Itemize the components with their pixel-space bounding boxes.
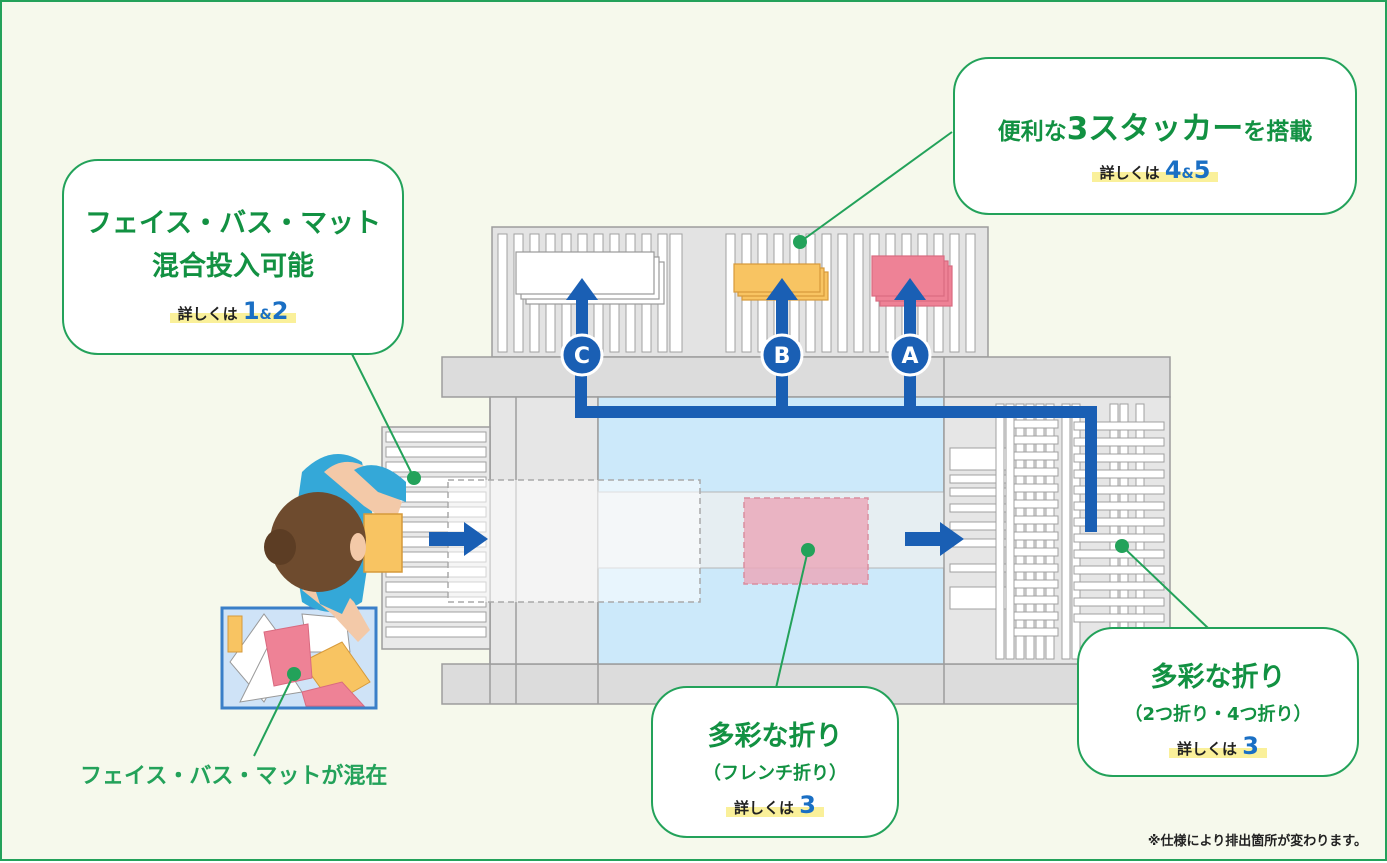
upper-frame (441, 356, 1171, 398)
feed-arrow (429, 522, 488, 556)
fold-french-details-prefix: 詳しくは (734, 799, 795, 817)
stacker-a-label: A (901, 344, 918, 369)
mixed-towels-label: フェイス・バス・マットが混在 (80, 764, 388, 789)
fold-french-title: 多彩な折り (707, 721, 843, 752)
folding-towel-dashed (743, 497, 869, 585)
fold-multi-title: 多彩な折り (1150, 662, 1286, 693)
footnote: ※仕様により排出箇所が変わります。 (1147, 834, 1367, 849)
fold-french-subtitle: （フレンチ折り） (703, 763, 847, 784)
fold-multi-details-prefix: 詳しくは (1177, 740, 1238, 758)
stacker-ref-a: 4 (1164, 156, 1182, 184)
flow-arrowheads (429, 278, 964, 556)
output-arrow (905, 522, 964, 556)
mixed-input-title-line2: 混合投入可能 (152, 251, 314, 282)
stacker-a-marker (888, 333, 932, 377)
stacker-details-prefix: 詳しくは (1099, 164, 1160, 182)
feed-zone-dashed (447, 479, 701, 603)
callout-mixed-input: フェイス・バス・マット 混合投入可能 詳しくは 1&2 (62, 159, 404, 355)
stacker-ref-b: 5 (1193, 156, 1211, 184)
stacker-details: 詳しくは 4&5 (955, 156, 1355, 184)
fold-french-details: 詳しくは 3 (653, 791, 897, 819)
leader-lines (253, 131, 1209, 757)
stacker-c-marker (560, 333, 604, 377)
stacker-b-marker (760, 333, 804, 377)
fold-multi-subtitle: （2つ折り・4つ折り） (1124, 704, 1312, 725)
mixed-input-ref-amp: & (259, 307, 272, 323)
white-towel-stack (515, 251, 665, 305)
mixed-input-ref-a: 1 (242, 297, 260, 325)
leader-dots (287, 235, 1129, 681)
stacker-title: 便利な3スタッカーを搭載 (955, 103, 1355, 148)
mixed-input-ref-b: 2 (271, 297, 289, 325)
stacker-c-label: C (574, 344, 590, 369)
stacker-title-pre: 便利な (997, 119, 1067, 145)
stacker-ref-amp: & (1181, 166, 1194, 182)
fold-multi-ref: 3 (1242, 732, 1259, 760)
mixed-input-details-prefix: 詳しくは (177, 305, 238, 323)
fold-french-ref: 3 (799, 791, 816, 819)
mixed-input-title-line1: フェイス・バス・マット (84, 208, 382, 239)
stacker-b-label: B (774, 344, 791, 369)
callout-fold-multi: 多彩な折り （2つ折り・4つ折り） 詳しくは 3 (1077, 627, 1359, 777)
laundry-basket (220, 606, 378, 710)
stacker-title-big: 3スタッカー (1066, 111, 1244, 147)
callout-fold-french: 多彩な折り （フレンチ折り） 詳しくは 3 (651, 686, 899, 838)
callout-stacker: 便利な3スタッカーを搭載 詳しくは 4&5 (953, 57, 1357, 215)
operator-person (264, 454, 406, 642)
fold-multi-details: 詳しくは 3 (1079, 732, 1357, 760)
stacker-title-post: を搭載 (1243, 119, 1313, 145)
mixed-input-details: 詳しくは 1&2 (64, 297, 402, 325)
